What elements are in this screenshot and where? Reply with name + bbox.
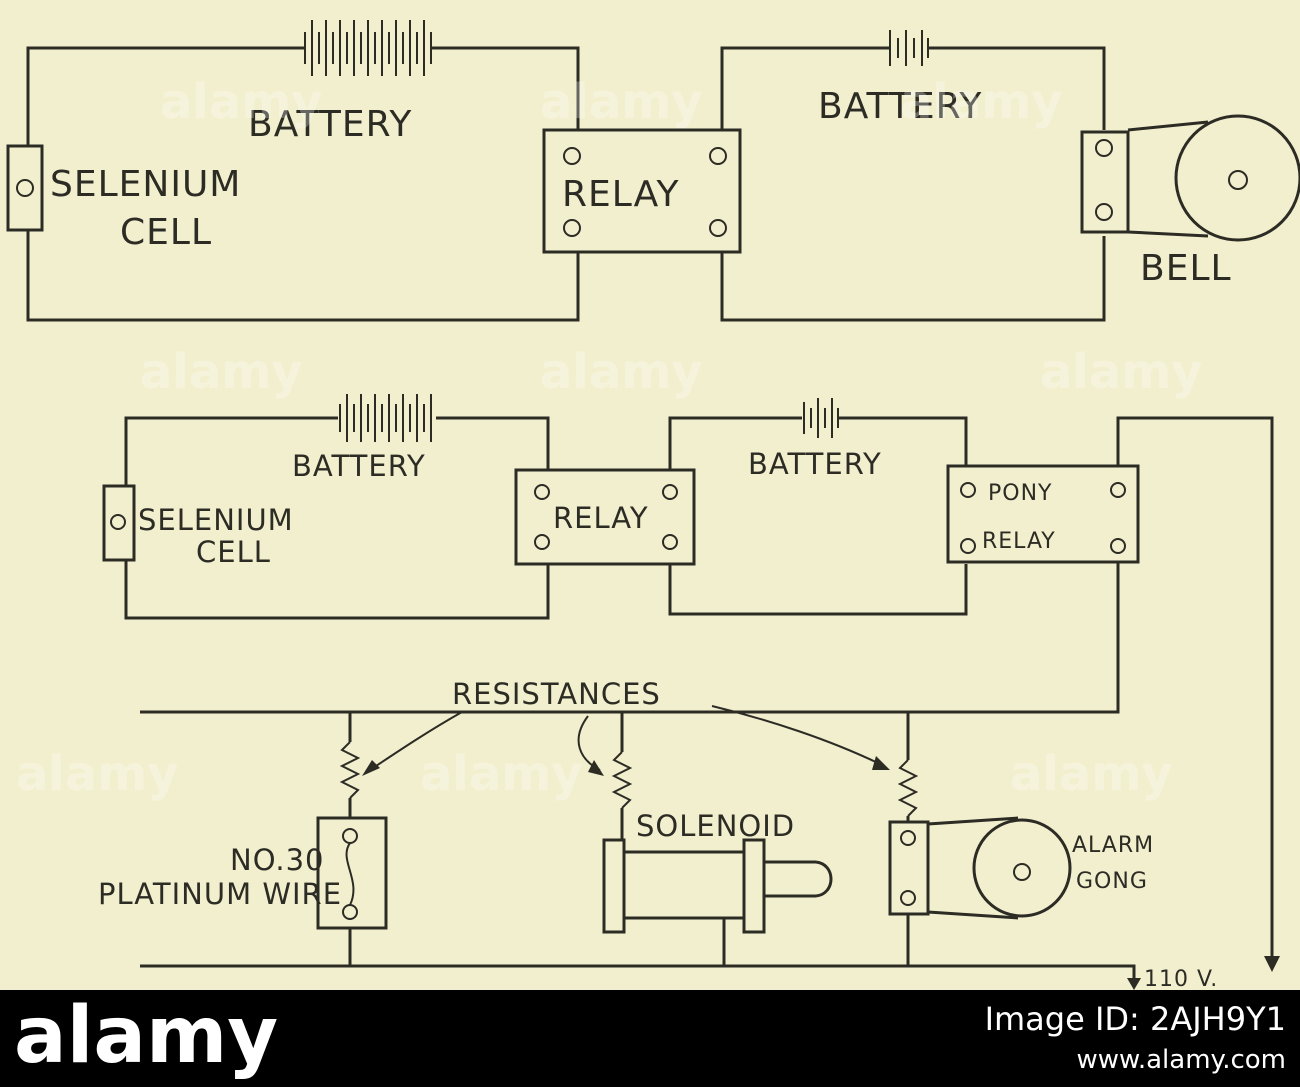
top-right-battery-label: BATTERY: [818, 86, 982, 127]
watermark-9: alamy: [1010, 746, 1173, 802]
watermark-2: alamy: [540, 74, 703, 130]
platinum-wire-box: [316, 816, 388, 930]
alarm-gong-terminals: [888, 820, 930, 916]
voltage-label: 110 V.: [1144, 967, 1218, 990]
middle-relay-label: RELAY: [553, 501, 649, 535]
pony-relay: PONY RELAY: [946, 464, 1140, 564]
circuit-diagram: BATTERY SELENIUM CELL RELAY: [0, 0, 1300, 992]
gong-label: GONG: [1076, 869, 1148, 894]
footer-svg: alamy Image ID: 2AJH9Y1 www.alamy.com: [14, 991, 1286, 1081]
middle-left-circuit: BATTERY SELENIUM CELL: [102, 394, 550, 620]
top-left-battery-label: BATTERY: [248, 104, 412, 145]
watermark-layer: alamy alamy alamy alamy alamy alamy alam…: [16, 74, 1203, 802]
top-selenium-label: SELENIUM: [50, 164, 241, 205]
solenoid-branch: [602, 712, 833, 966]
platinum-wire-label: PLATINUM WIRE: [98, 877, 342, 911]
top-selenium-cell: [6, 144, 44, 232]
pony-label: PONY: [988, 481, 1052, 506]
circuit-diagram-svg: BATTERY SELENIUM CELL RELAY: [6, 20, 1300, 992]
solenoid-coil: [602, 838, 833, 934]
top-bell: [1080, 114, 1300, 242]
solenoid-label: SOLENOID: [636, 809, 795, 843]
bottom-bus-line: [140, 964, 1136, 980]
watermark-7: alamy: [16, 746, 179, 802]
middle-cell-label: CELL: [196, 535, 271, 569]
no30-label: NO.30: [230, 843, 324, 877]
top-cell-label: CELL: [120, 212, 212, 253]
middle-right-battery-symbol: [803, 398, 839, 438]
watermark-6: alamy: [1040, 344, 1203, 400]
top-bell-label: BELL: [1140, 248, 1232, 289]
top-left-battery-symbol: [300, 20, 432, 76]
footer-image-id: Image ID: 2AJH9Y1: [985, 1000, 1286, 1038]
watermark-3: alamy: [900, 74, 1063, 130]
footer-url: www.alamy.com: [1076, 1045, 1286, 1075]
top-left-circuit: BATTERY SELENIUM CELL: [6, 20, 580, 322]
top-relay-label: RELAY: [562, 174, 679, 215]
middle-selenium-cell: [102, 484, 136, 562]
alarm-label: ALARM: [1072, 833, 1154, 858]
footer-bar: alamy Image ID: 2AJH9Y1 www.alamy.com: [0, 990, 1300, 1083]
watermark-8: alamy: [420, 746, 583, 802]
bottom-arrow-down: [1127, 978, 1141, 990]
platinum-wire-branch: [316, 712, 388, 966]
middle-relay: RELAY: [514, 468, 696, 566]
alarm-gong-dial: [972, 818, 1072, 918]
resistance-arrows: [362, 705, 890, 776]
middle-right-circuit: BATTERY: [668, 398, 968, 616]
top-bus-line: [140, 562, 1120, 714]
pony-relay-label: RELAY: [982, 529, 1056, 554]
top-selenium-terminal: [16, 179, 34, 197]
right-arrow-down: [1264, 956, 1280, 972]
line-to-110v: [1116, 416, 1274, 960]
middle-left-battery-symbol: [339, 394, 432, 442]
top-right-battery-symbol: [889, 30, 929, 66]
watermark-4: alamy: [140, 344, 303, 400]
middle-left-battery-label: BATTERY: [292, 449, 426, 483]
top-right-circuit: BATTERY BELL: [720, 30, 1300, 322]
alarm-gong-branch: [888, 712, 1072, 966]
watermark-1: alamy: [160, 74, 323, 130]
middle-selenium-label: SELENIUM: [138, 503, 294, 537]
footer-brand-logo: alamy: [14, 991, 278, 1081]
top-relay: RELAY: [542, 128, 742, 254]
watermark-5: alamy: [540, 344, 703, 400]
resistances-label: RESISTANCES: [452, 677, 661, 711]
middle-right-battery-label: BATTERY: [748, 447, 882, 481]
